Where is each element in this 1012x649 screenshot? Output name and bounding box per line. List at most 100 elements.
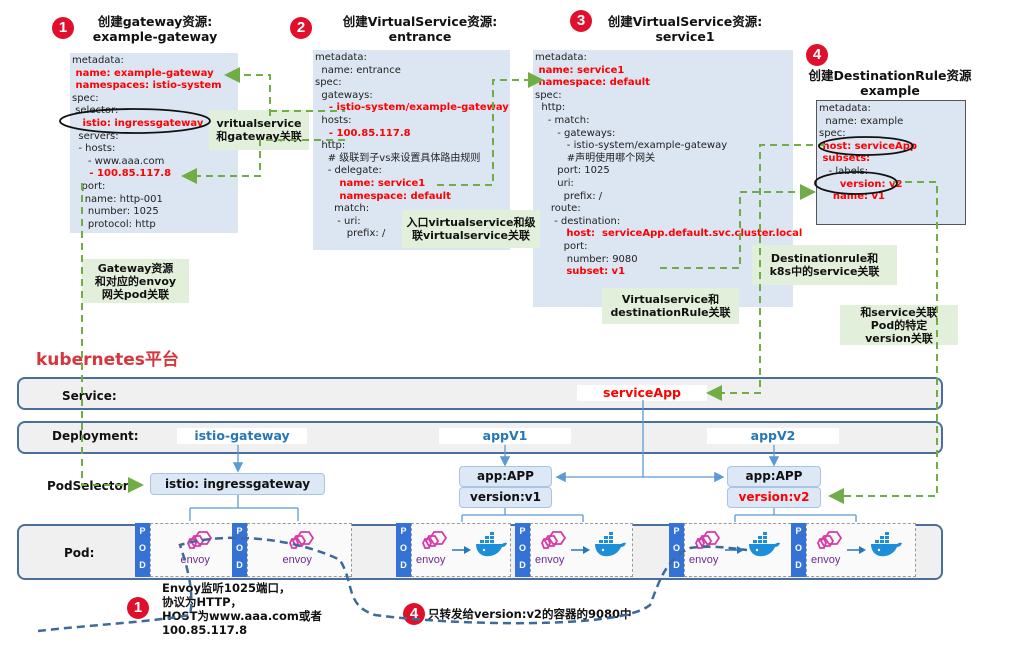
arrow-v2-pods — [734, 508, 857, 522]
yaml-line: spec: — [819, 128, 846, 140]
yaml-line: prefix: / — [535, 190, 603, 202]
pod-tag-letter: O — [794, 543, 802, 553]
pod-tag-letter: D — [673, 560, 680, 570]
yaml-line: subsets: — [819, 153, 871, 165]
highlight-dr-version — [814, 171, 898, 195]
step-1-title: 创建gateway资源: example-gateway — [80, 14, 230, 44]
pod-tag-letter: O — [235, 543, 243, 553]
step-2-badge: 2 — [290, 17, 312, 39]
note-gateway-pod-link: Gateway资源 和对应的envoy 网关pod关联 — [82, 259, 189, 303]
link-subset-dr — [660, 184, 816, 269]
yaml-line: - istio-system/example-gateway — [535, 140, 728, 152]
yaml-line: protocol: http — [72, 218, 156, 230]
yaml-line: - uri: — [315, 215, 361, 227]
service1-vs-yaml-block: metadata: name: service1 namespace: defa… — [533, 50, 802, 307]
arrow-service-v1 — [555, 400, 644, 483]
arrow-envoy-to-container — [725, 540, 745, 559]
arrow-selector-pods — [189, 495, 299, 521]
kubernetes-platform-title: kubernetes平台 — [36, 350, 179, 370]
step-3-badge: 3 — [570, 10, 592, 32]
yaml-line: version: v2 — [819, 178, 903, 190]
envoy-label: envoy — [811, 554, 841, 566]
step-2-title-line1: 创建VirtualService资源: — [342, 14, 498, 29]
selector-v1-version: version:v1 — [459, 487, 552, 508]
envoy-label: envoy — [180, 554, 210, 566]
appv2-pod-1: envoy — [684, 523, 796, 577]
pod-tag-letter: O — [138, 543, 146, 553]
envoy-label: envoy — [416, 554, 446, 566]
step-3-title: 创建VirtualService资源: service1 — [585, 14, 785, 44]
yaml-line: prefix: / — [315, 228, 386, 240]
yaml-line: istio: ingressgateway — [72, 117, 204, 129]
step-3-title-line2: service1 — [655, 29, 715, 44]
envoy-label: envoy — [282, 554, 312, 566]
note-entrance-cascade-link: 入口virtualservice和级 联virtualservice关联 — [402, 210, 540, 248]
yaml-line: gateways: — [315, 89, 373, 101]
step-3-title-line1: 创建VirtualService资源: — [607, 14, 763, 29]
envoy-icon — [539, 530, 569, 556]
link-gateway-podselector — [81, 183, 144, 493]
yaml-line: servers: — [72, 130, 119, 142]
yaml-line: - hosts: — [72, 143, 116, 155]
deployment-appv1: appV1 — [439, 428, 571, 444]
yaml-line: match: — [315, 203, 370, 215]
yaml-line: http: — [315, 140, 346, 152]
arrow-envoy-to-container — [452, 540, 472, 559]
yaml-line: metadata: — [819, 103, 871, 114]
yaml-line: name: example-gateway — [72, 67, 214, 79]
envoy-label: envoy — [535, 554, 565, 566]
pod-tag-letter: P — [673, 526, 680, 536]
step-4-badge: 4 — [806, 44, 828, 66]
gateway-pod-2: envoy — [247, 523, 352, 577]
note-destinationrule-service-link: Destinationrule和 k8s中的service关联 — [752, 245, 897, 285]
docker-icon — [593, 532, 627, 562]
yaml-line: metadata: — [535, 52, 587, 63]
pod-tag-letter: P — [795, 526, 802, 536]
yaml-line: name: entrance — [315, 64, 401, 76]
yaml-line: - destination: — [535, 215, 621, 227]
deployment-appv2: appV2 — [707, 428, 839, 444]
pod-tag-letter: D — [139, 560, 146, 570]
yaml-line: route: — [535, 203, 581, 215]
appv2-pod-2: envoy — [806, 523, 916, 577]
selector-v2-app: app:APP — [727, 466, 821, 487]
step-4-title-line1: 创建DestinationRule资源 — [808, 68, 972, 83]
yaml-line: name: example — [819, 115, 904, 127]
pod-tag-letter: D — [519, 560, 526, 570]
pod-tag-letter: P — [236, 526, 243, 536]
pod-tag-letter: D — [236, 560, 243, 570]
arrow-envoy-to-container — [847, 540, 867, 559]
pod-tag-letter: P — [139, 526, 146, 536]
yaml-line: spec: — [72, 92, 99, 104]
yaml-line: name: service1 — [535, 64, 625, 76]
flow-step-1-text: Envoy监听1025端口， 协议为HTTP， HOST为www.aaa.com… — [162, 581, 322, 637]
link-host-service — [706, 144, 825, 401]
note-vs-destinationrule-link: Virtualservice和 destinationRule关联 — [602, 288, 739, 324]
pod-lane-label: Pod: — [64, 546, 95, 560]
docker-icon — [474, 532, 508, 562]
pod-tag-letter: O — [399, 543, 407, 553]
yaml-line: namespaces: istio-system — [72, 80, 222, 92]
yaml-line: - 100.85.117.8 — [72, 168, 172, 180]
yaml-line: - www.aaa.com — [72, 155, 165, 167]
yaml-line: name: http-001 — [72, 193, 163, 205]
gateway-yaml-block: metadata: name: example-gateway namespac… — [70, 53, 238, 233]
appv1-pod-2: envoy — [530, 523, 633, 577]
yaml-line: # 级联到子vs来设置具体路由规则 — [315, 152, 481, 164]
yaml-line: host: serviceApp — [819, 140, 918, 152]
step-4-title: 创建DestinationRule资源 example — [800, 68, 980, 98]
gateway-pod-1: envoy — [150, 523, 245, 577]
yaml-line: number: 9080 — [535, 253, 638, 265]
link-delegate-service1 — [437, 72, 544, 186]
arrow-envoy-to-container — [571, 540, 591, 559]
step-4-title-line2: example — [860, 83, 920, 98]
pod-tag-letter: P — [519, 526, 526, 536]
selector-istio-ingressgateway: istio: ingressgateway — [150, 473, 325, 495]
flow-step-4-text: 只转发给version:v2的容器的9080中 — [428, 607, 632, 621]
